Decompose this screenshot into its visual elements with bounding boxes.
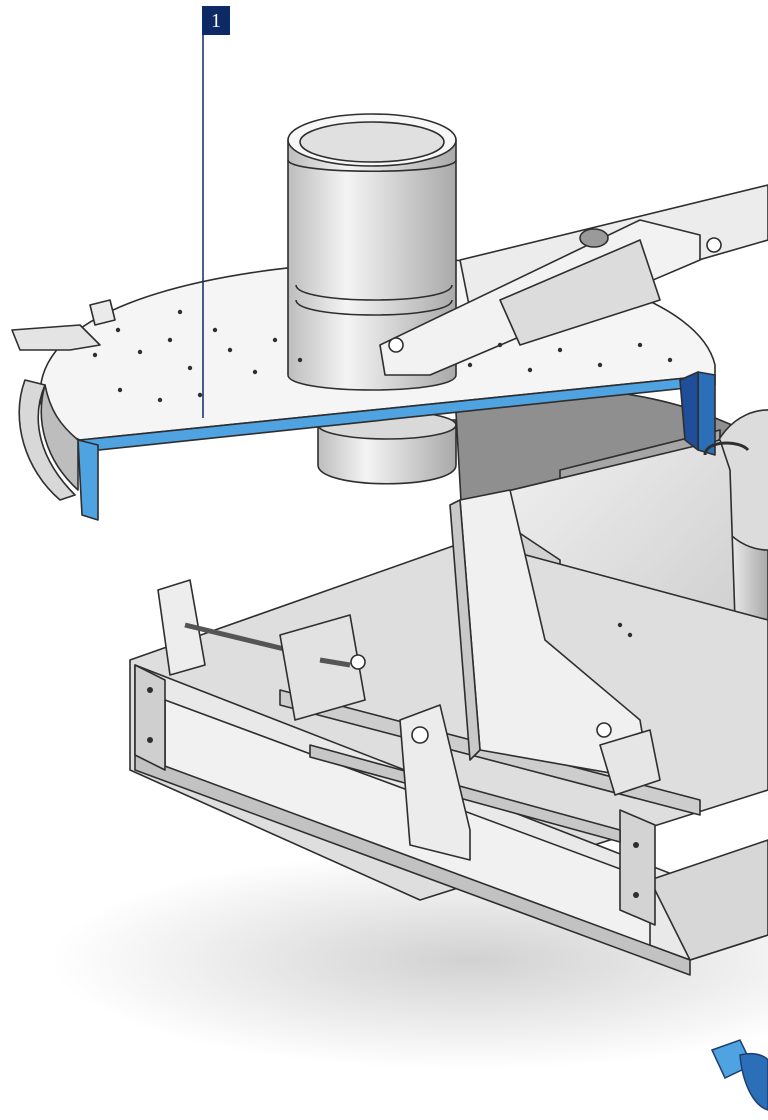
handle-loop bbox=[89, 299, 116, 326]
base-beam-lip bbox=[134, 754, 691, 976]
arm-link-side bbox=[499, 239, 661, 346]
callout-number: 1 bbox=[211, 9, 221, 32]
end-plate-right bbox=[619, 809, 656, 926]
cylinder-band-3 bbox=[295, 299, 453, 316]
base-right-beam bbox=[649, 839, 768, 961]
shackle bbox=[703, 441, 750, 456]
skirt-inner-right bbox=[679, 371, 699, 451]
bracket-hole bbox=[350, 654, 366, 670]
gusset-main-edge bbox=[449, 499, 481, 761]
rail-lower bbox=[309, 744, 621, 843]
skirt-left bbox=[77, 439, 99, 521]
plate-holes bbox=[92, 309, 673, 403]
arm-hole bbox=[579, 228, 609, 248]
bracket-left bbox=[157, 579, 206, 676]
frame-holes bbox=[147, 622, 639, 898]
rim-left-inner bbox=[40, 384, 79, 491]
cylinder-band-2 bbox=[295, 284, 453, 301]
gusset-small bbox=[399, 704, 471, 861]
callout-badge: 1 bbox=[202, 6, 230, 35]
cylinder-band-1 bbox=[287, 159, 457, 173]
end-plate-left bbox=[134, 664, 166, 771]
main-cylinder-body bbox=[287, 139, 457, 391]
skirt-right bbox=[697, 371, 716, 456]
gusset-hole-2 bbox=[596, 722, 612, 738]
main-cylinder-bore bbox=[299, 121, 445, 163]
bracket-mid bbox=[279, 614, 366, 721]
rod-mid bbox=[319, 657, 351, 668]
rim-left bbox=[18, 379, 76, 501]
arm-pin-2 bbox=[388, 337, 404, 353]
gusset-hole bbox=[411, 726, 429, 744]
clevis-tab bbox=[11, 324, 101, 351]
end-bracket-right bbox=[599, 729, 661, 796]
valve-fitting bbox=[710, 1039, 768, 1111]
arm-pin-1 bbox=[706, 237, 722, 253]
